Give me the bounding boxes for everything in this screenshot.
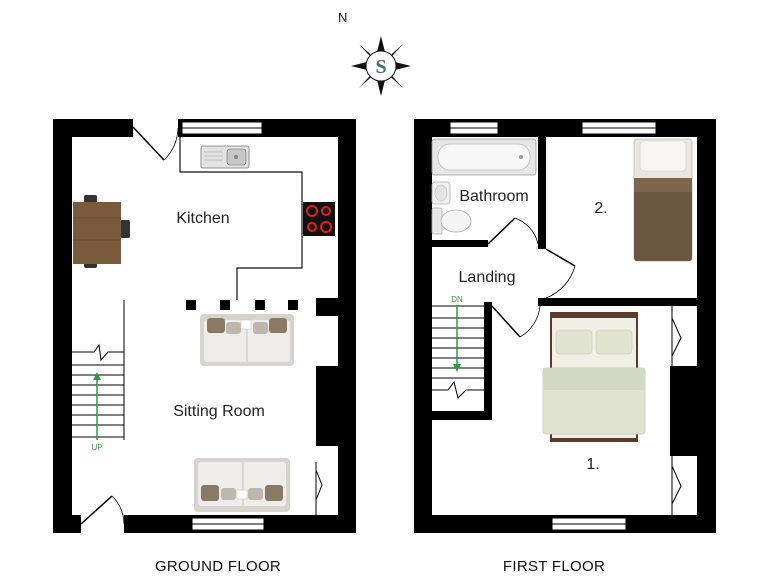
double-bed-icon <box>542 312 646 442</box>
bed1-cupboard-bottom <box>671 456 682 515</box>
room-label-kitchen: Kitchen <box>176 210 229 227</box>
bed2-door <box>545 248 576 299</box>
sofa-bottom-icon <box>194 458 290 512</box>
stairs-down-label: DN <box>451 295 463 304</box>
basin-icon <box>431 181 451 205</box>
kitchen-worktop <box>179 137 303 300</box>
north-label: N <box>338 10 347 25</box>
bath-icon <box>431 138 537 176</box>
first-window-bathroom <box>449 121 499 135</box>
stairs-down-arrow-icon <box>453 306 461 372</box>
stairs-up-arrow-icon <box>93 372 101 440</box>
compass-rose-icon: S <box>351 36 411 96</box>
ground-floor-plan: UP Kitchen Sitting Room <box>53 119 356 533</box>
first-floor-label: FIRST FLOOR <box>503 558 605 575</box>
hob-icon <box>303 202 335 236</box>
dining-table-icon <box>73 195 130 268</box>
ground-window-bottom <box>191 517 265 531</box>
ground-stairs <box>72 300 125 440</box>
first-floor-walls <box>414 119 716 533</box>
ground-door-front <box>80 495 125 525</box>
bathroom-door <box>487 217 539 245</box>
ground-floor-label: GROUND FLOOR <box>155 558 281 575</box>
first-window-bed1 <box>551 517 627 531</box>
ground-cupboard-door <box>315 462 323 515</box>
sofa-top-icon <box>200 314 294 366</box>
single-bed-icon <box>633 138 693 262</box>
room-label-bedroom-2: 2. <box>594 200 607 217</box>
ground-window-top <box>181 121 263 135</box>
room-label-landing: Landing <box>459 269 516 286</box>
first-window-bed2 <box>581 121 657 135</box>
compass: N S <box>338 10 411 96</box>
first-stairs <box>432 305 484 399</box>
room-label-bedroom-1: 1. <box>586 456 599 473</box>
room-label-bathroom: Bathroom <box>459 188 528 205</box>
stairs-up-label: UP <box>91 443 102 452</box>
sink-icon <box>200 145 250 169</box>
toilet-icon <box>431 207 472 235</box>
bed1-cupboard-top <box>671 306 682 366</box>
first-floor-plan: DN Bathroom Landing 2. 1. <box>414 119 716 533</box>
ground-door-top <box>132 126 179 161</box>
compass-logo-letter: S <box>375 56 386 78</box>
room-label-sitting-room: Sitting Room <box>173 403 265 420</box>
bed1-door <box>491 305 541 338</box>
